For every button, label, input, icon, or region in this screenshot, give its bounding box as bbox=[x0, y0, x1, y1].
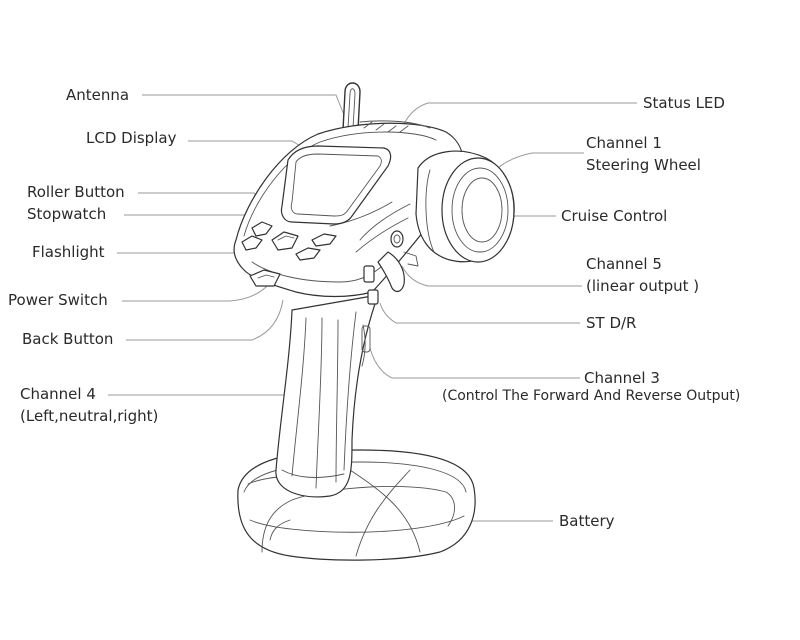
front-buttons bbox=[241, 221, 337, 287]
antenna bbox=[342, 82, 361, 131]
leader-channel-3 bbox=[369, 347, 580, 379]
handle bbox=[275, 294, 379, 498]
label-back-button: Back Button bbox=[22, 330, 114, 348]
label-flashlight: Flashlight bbox=[32, 243, 105, 261]
label-channel-5-sub: (linear output ) bbox=[586, 277, 700, 295]
leader-roller-button bbox=[138, 192, 263, 204]
leader-stopwatch bbox=[124, 214, 259, 226]
label-channel-5-title: Channel 5 bbox=[586, 255, 662, 273]
steering-wheel bbox=[415, 150, 515, 263]
leader-channel-5 bbox=[401, 265, 582, 287]
leader-back-button bbox=[126, 299, 284, 341]
label-roller-button: Roller Button bbox=[27, 183, 125, 201]
base bbox=[237, 449, 476, 561]
lcd-screen bbox=[280, 145, 392, 225]
label-st-dr: ST D/R bbox=[586, 314, 637, 332]
label-lcd-display: LCD Display bbox=[86, 129, 177, 147]
leader-power-switch bbox=[122, 282, 271, 302]
label-cruise-control: Cruise Control bbox=[561, 207, 668, 225]
label-battery: Battery bbox=[559, 512, 615, 530]
label-antenna: Antenna bbox=[66, 86, 130, 104]
leader-status-led bbox=[403, 102, 637, 125]
trigger-area bbox=[363, 230, 419, 305]
label-power-switch: Power Switch bbox=[8, 291, 108, 309]
leader-flashlight bbox=[117, 252, 249, 259]
label-status-led: Status LED bbox=[643, 94, 725, 112]
label-channel-1-title: Channel 1 bbox=[586, 134, 662, 152]
label-channel-4-sub: (Left,neutral,right) bbox=[20, 407, 159, 425]
leader-antenna bbox=[142, 94, 345, 116]
leader-channel-1 bbox=[495, 152, 584, 171]
label-channel-3-sub: (Control The Forward And Reverse Output) bbox=[442, 389, 741, 403]
label-channel-4-title: Channel 4 bbox=[20, 385, 96, 403]
label-channel-1-sub: Steering Wheel bbox=[586, 156, 701, 174]
label-channel-3-title: Channel 3 bbox=[584, 369, 660, 387]
label-stopwatch: Stopwatch bbox=[27, 205, 107, 223]
leader-st-dr bbox=[379, 302, 580, 324]
